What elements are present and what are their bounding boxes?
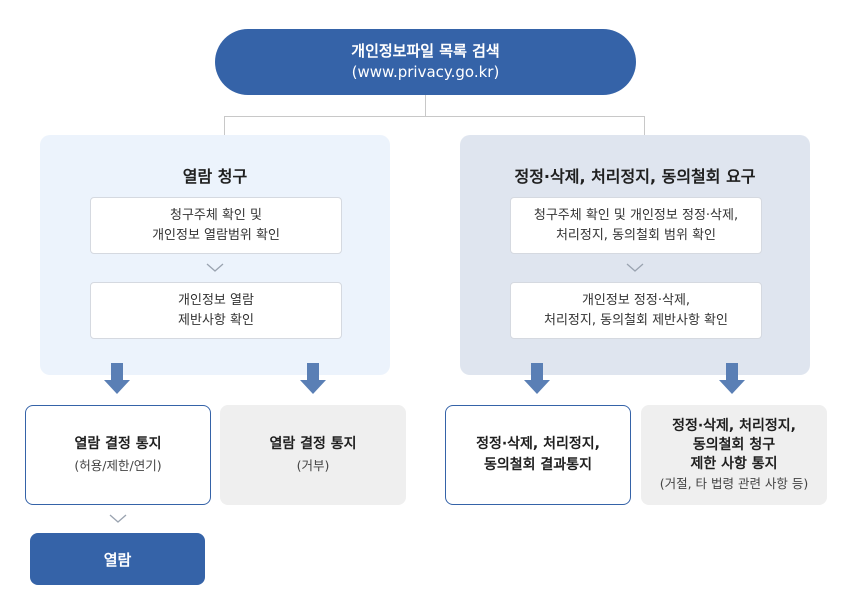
access-decision-deny-box: 열람 결정 통지 (거부) [220,405,406,505]
access-decision-approve-title: 열람 결정 통지 [74,436,162,452]
correction-request-title: 정정·삭제, 처리정지, 동의철회 요구 [514,167,756,186]
correction-result-line1: 정정·삭제, 처리정지, [476,436,600,452]
arrow-down-icon [104,363,130,394]
correction-step-verify-line2: 처리정지, 동의철회 범위 확인 [555,227,717,243]
access-step-conditions-line1: 개인정보 열람 [178,292,254,308]
correction-restriction-line2: 동의철회 청구 [692,437,776,453]
correction-step-conditions-line2: 처리정지, 동의철회 제반사항 확인 [544,312,728,328]
correction-restriction-line3: 제한 사항 통지 [690,456,778,472]
access-request-panel: 열람 청구 청구주체 확인 및 개인정보 열람범위 확인 개인정보 열람 제반사… [40,135,390,375]
correction-restriction-line1: 정정·삭제, 처리정지, [672,418,796,434]
access-step-conditions: 개인정보 열람 제반사항 확인 [90,282,342,339]
access-decision-deny-note: (거부) [296,458,330,473]
access-decision-approve-box: 열람 결정 통지 (허용/제한/연기) [25,405,211,505]
access-step-verify-line2: 개인정보 열람범위 확인 [152,227,280,243]
access-final-node: 열람 [30,533,205,585]
correction-restriction-note: (거절, 타 법령 관련 사항 등) [659,476,809,491]
access-step-verify-line1: 청구주체 확인 및 [170,207,262,223]
correction-request-panel: 정정·삭제, 처리정지, 동의철회 요구 청구주체 확인 및 개인정보 정정·삭… [460,135,810,375]
access-decision-deny-title: 열람 결정 통지 [269,436,357,452]
access-step-conditions-line2: 제반사항 확인 [178,312,254,328]
top-title: 개인정보파일 목록 검색 [351,42,500,60]
correction-restriction-box: 정정·삭제, 처리정지, 동의철회 청구 제한 사항 통지 (거절, 타 법령 … [641,405,827,505]
arrow-down-icon [524,363,550,394]
connector-right-drop [644,116,645,135]
correction-result-line2: 동의철회 결과통지 [484,457,592,473]
correction-result-box: 정정·삭제, 처리정지, 동의철회 결과통지 [445,405,631,505]
correction-step-verify-line1: 청구주체 확인 및 개인정보 정정·삭제, [533,207,739,223]
access-decision-approve-note: (허용/제한/연기) [74,458,162,473]
arrow-down-icon [300,363,326,394]
top-url: (www.privacy.go.kr) [351,63,500,81]
connector-horizontal [224,116,645,117]
chevron-down-icon [206,263,224,272]
correction-step-conditions-line1: 개인정보 정정·삭제, [581,292,691,308]
access-request-title: 열람 청구 [182,167,248,186]
access-step-verify: 청구주체 확인 및 개인정보 열람범위 확인 [90,197,342,254]
correction-step-verify: 청구주체 확인 및 개인정보 정정·삭제, 처리정지, 동의철회 범위 확인 [510,197,762,254]
chevron-down-icon [109,514,127,523]
privacy-file-search-node: 개인정보파일 목록 검색 (www.privacy.go.kr) [215,29,636,95]
connector-vertical [425,95,426,116]
correction-step-conditions: 개인정보 정정·삭제, 처리정지, 동의철회 제반사항 확인 [510,282,762,339]
chevron-down-icon [626,263,644,272]
arrow-down-icon [719,363,745,394]
connector-left-drop [224,116,225,135]
